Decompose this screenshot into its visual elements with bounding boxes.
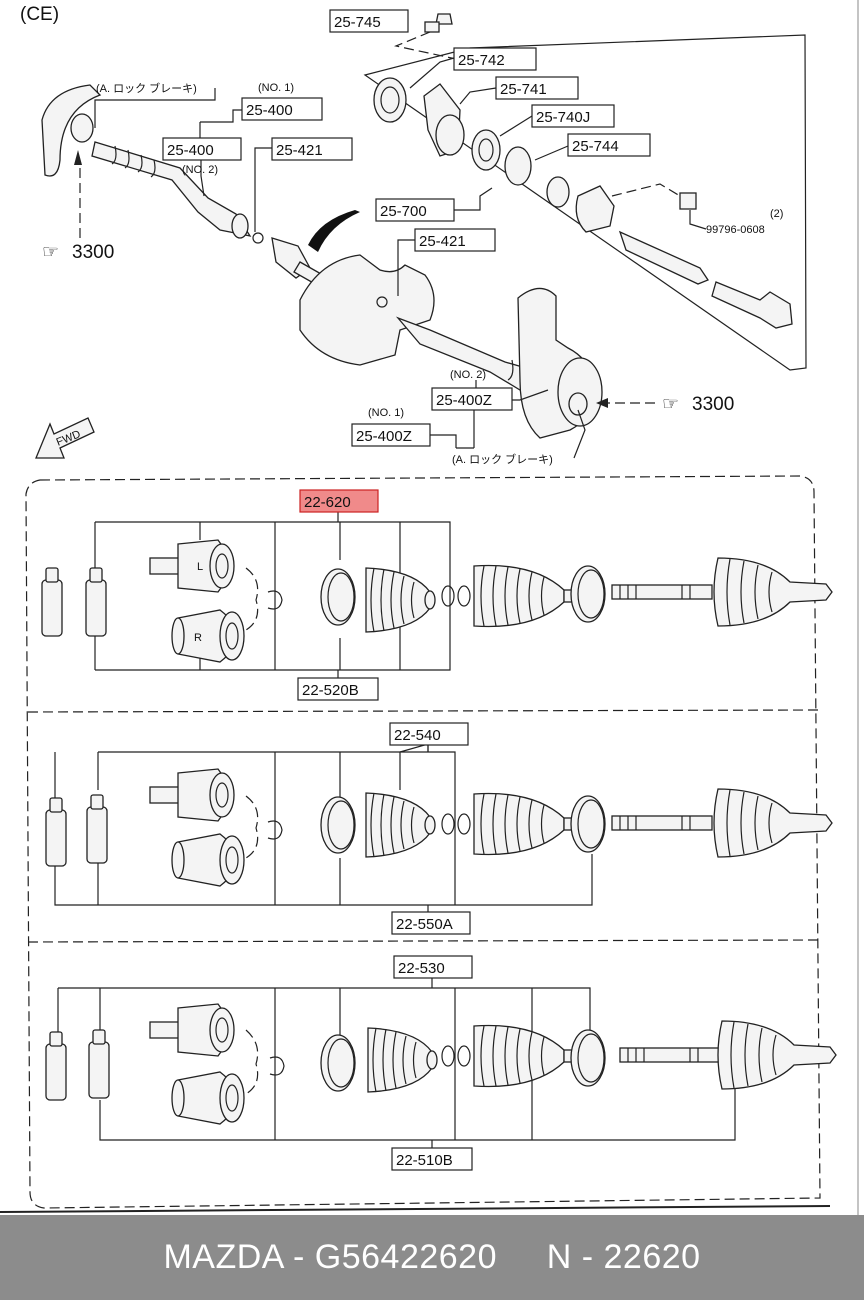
svg-text:22-540: 22-540 [394,727,441,744]
label-25-400Z-no1[interactable]: 25-400Z [351,423,431,447]
inset-panel [363,34,807,371]
label-22-550A[interactable]: 22-550A [391,911,471,935]
fwd-arrow-icon: FWD [35,417,95,459]
label-25-421-lower[interactable]: 25-421 [414,228,496,252]
ref-right-number[interactable]: 3300 [692,394,734,415]
ref-right-icon: ☞ [662,394,679,415]
footer-part-number: MAZDA - G56422620 N - 22620 [163,1238,701,1276]
kit1-side-R: R [194,632,202,644]
joint-shaft-assembly [271,210,435,366]
svg-text:25-744: 25-744 [572,138,619,155]
inset-parts [373,13,793,329]
svg-text:25-400Z: 25-400Z [436,392,492,409]
label-25-400-no1[interactable]: 25-400 [241,97,323,121]
top-leaders [94,57,707,459]
svg-text:25-400: 25-400 [167,142,214,159]
kit1-side-L: L [197,561,203,573]
kit-1-parts: L R [41,510,833,678]
label-25-744[interactable]: 25-744 [567,133,651,157]
region-code: (CE) [20,4,59,25]
kit-divider-1 [27,709,819,713]
svg-text:22-550A: 22-550A [396,916,453,933]
parts-diagram: (CE) ☞ 3300 ☞ 3300 [0,0,859,1215]
svg-text:25-745: 25-745 [334,14,381,31]
lock-brake-note-top: (A. ロック ブレーキ) [96,81,197,95]
svg-text:25-740J: 25-740J [536,109,590,126]
svg-text:25-741: 25-741 [500,81,547,98]
kit-divider-2 [27,939,819,943]
svg-text:22-520B: 22-520B [302,682,359,699]
label-25-740J[interactable]: 25-740J [531,104,615,128]
label-22-540[interactable]: 22-540 [389,722,469,746]
bolt-qty: (2) [770,208,783,220]
no2-label-bottom: (NO. 2) [450,369,486,381]
ref-left-icon: ☞ [42,242,59,263]
svg-text:25-400: 25-400 [246,102,293,119]
label-25-741[interactable]: 25-741 [495,76,579,100]
label-25-400-no2[interactable]: 25-400 [162,137,242,161]
svg-text:25-742: 25-742 [458,52,505,69]
kit-3-parts [45,978,837,1148]
svg-text:25-421: 25-421 [276,142,323,159]
svg-text:22-620: 22-620 [304,494,351,511]
label-25-745[interactable]: 25-745 [329,9,409,33]
svg-text:25-400Z: 25-400Z [356,428,412,445]
no1-label-bottom: (NO. 1) [368,407,404,419]
right-hub [517,287,660,439]
label-25-421-upper[interactable]: 25-421 [271,137,353,161]
svg-text:25-421: 25-421 [419,233,466,250]
label-25-700[interactable]: 25-700 [375,198,455,222]
svg-text:22-530: 22-530 [398,960,445,977]
svg-text:25-700: 25-700 [380,203,427,220]
left-hub [41,84,102,240]
label-22-530[interactable]: 22-530 [393,955,473,979]
label-22-520B[interactable]: 22-520B [297,677,379,701]
ref-left-number[interactable]: 3300 [72,242,114,263]
bolt-spec[interactable]: 99796-0608 [706,224,765,236]
kit-2-parts [45,743,833,912]
svg-text:22-510B: 22-510B [396,1152,453,1169]
kit-panel-border [25,475,821,1209]
left-drive-shaft [91,141,264,244]
label-22-620[interactable]: 22-620 [299,489,379,513]
label-25-742[interactable]: 25-742 [453,47,537,71]
label-25-400Z-no2[interactable]: 25-400Z [431,387,513,411]
lock-brake-note-bottom: (A. ロック ブレーキ) [452,452,553,466]
no1-label-top: (NO. 1) [258,82,294,94]
label-22-510B[interactable]: 22-510B [391,1147,473,1171]
no2-label-top: (NO. 2) [182,164,218,176]
footer-bar: MAZDA - G56422620 N - 22620 [0,1215,864,1300]
